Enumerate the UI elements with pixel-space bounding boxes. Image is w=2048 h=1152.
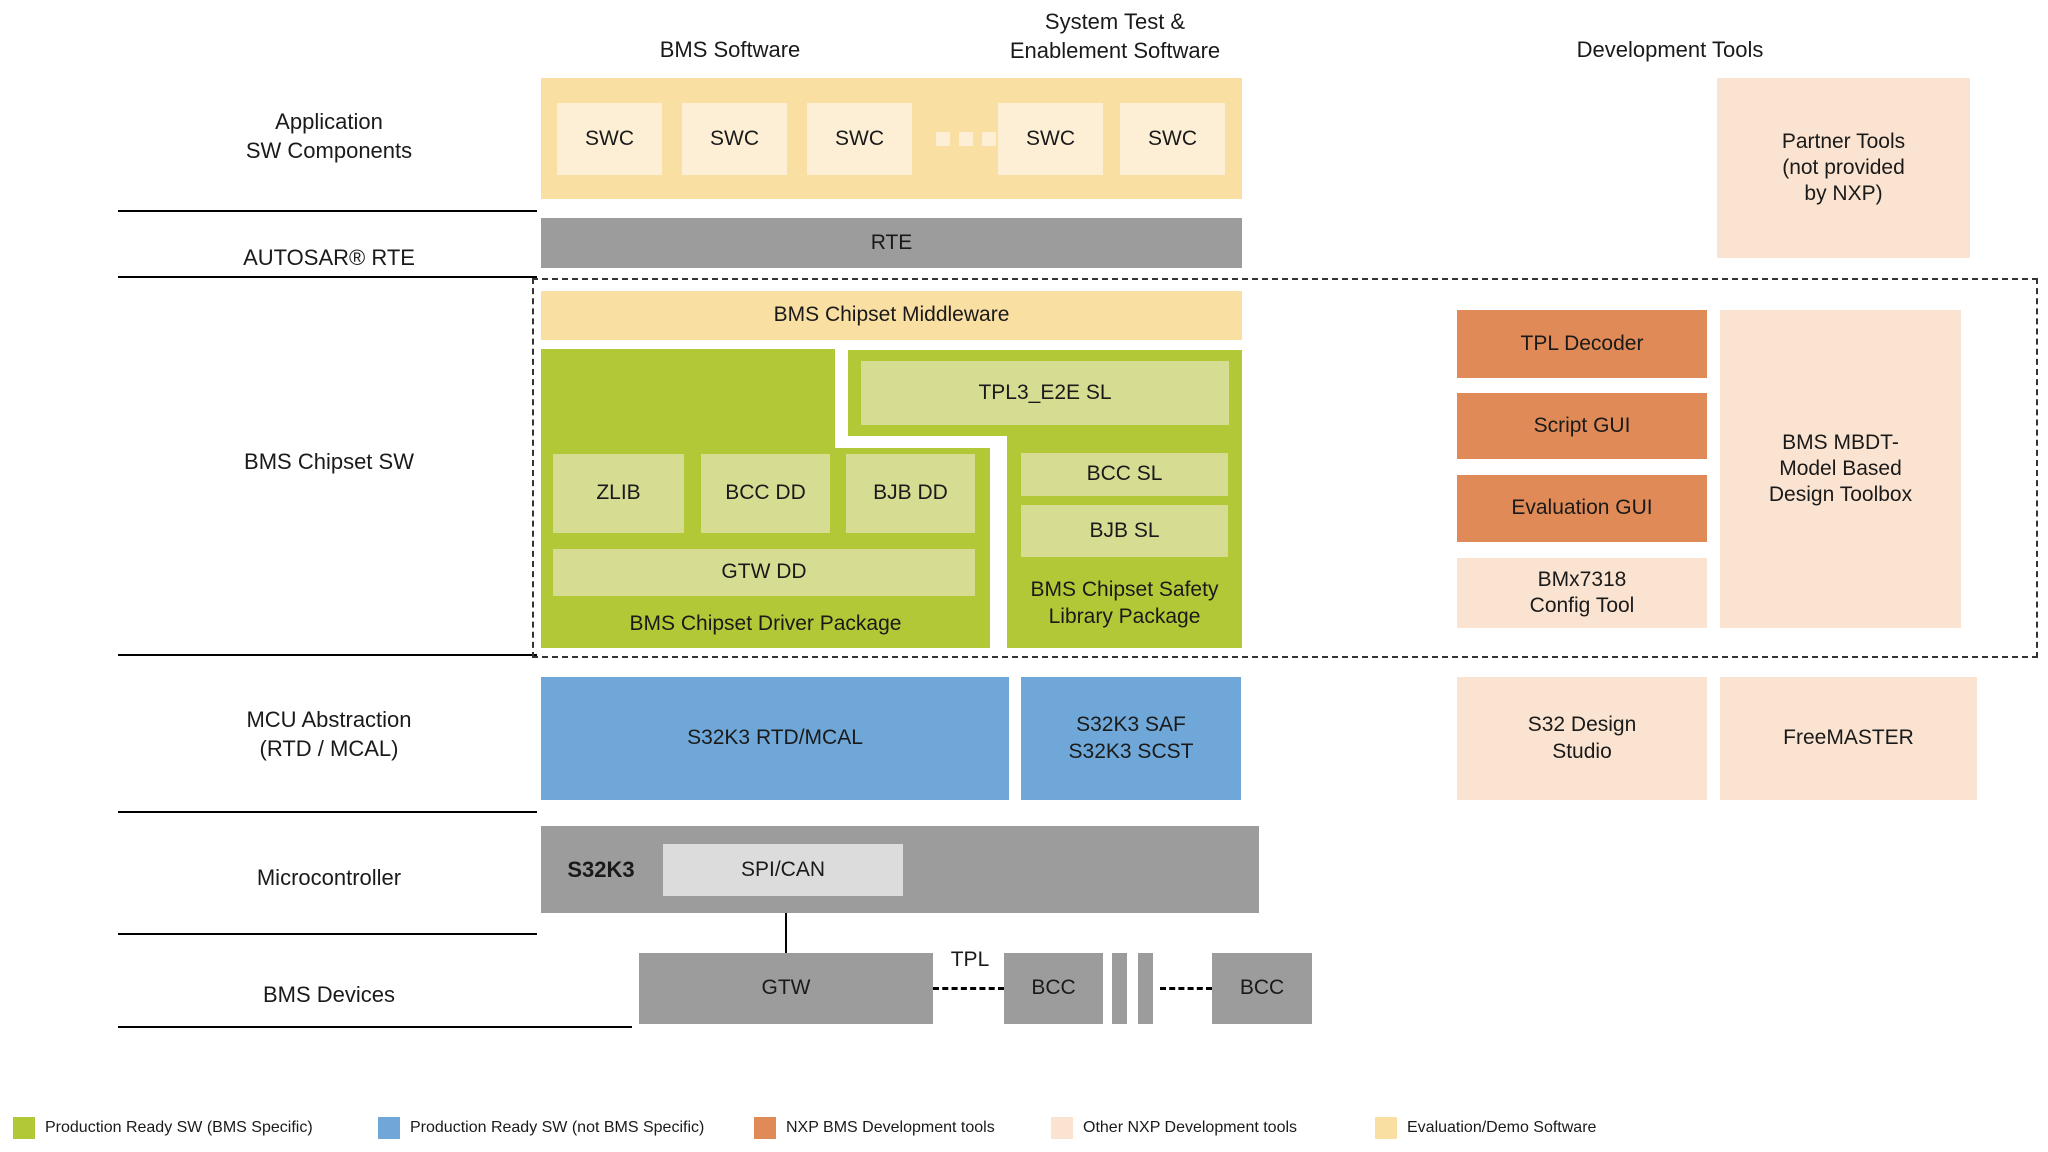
partner-tools-box: Partner Tools (not provided by NXP) bbox=[1717, 78, 1970, 258]
tpl-link-label: TPL bbox=[950, 948, 990, 971]
row-divider bbox=[118, 276, 537, 278]
row-divider bbox=[118, 654, 537, 656]
legend-item: Other NXP Development tools bbox=[1051, 1117, 1297, 1139]
legend-swatch-nxp-bms-tools bbox=[754, 1117, 776, 1139]
legend-item: Production Ready SW (BMS Specific) bbox=[13, 1117, 313, 1139]
legend-label: Production Ready SW (BMS Specific) bbox=[45, 1119, 313, 1136]
column-header-bms-software: BMS Software bbox=[659, 37, 801, 62]
tpl3-e2e-sl-box: TPL3_E2E SL bbox=[861, 361, 1229, 425]
rte-bar: RTE bbox=[541, 218, 1242, 268]
s32k3-chip-label: S32K3 bbox=[567, 856, 635, 882]
bcc-sl-box: BCC SL bbox=[1021, 453, 1228, 496]
swc-box: SWC bbox=[998, 103, 1103, 175]
script-gui-box: Script GUI bbox=[1457, 393, 1707, 459]
bcc-dd-box: BCC DD bbox=[701, 454, 830, 533]
row-label-bms-devices: BMS Devices bbox=[262, 982, 396, 1007]
column-header-development-tools: Development Tools bbox=[1576, 37, 1764, 62]
application-swc-block: SWC SWC SWC SWC SWC bbox=[541, 78, 1242, 199]
spi-can-to-gtw-connector bbox=[785, 913, 787, 953]
spi-can-box: SPI/CAN bbox=[663, 844, 903, 896]
legend-label: Production Ready SW (not BMS Specific) bbox=[410, 1119, 705, 1136]
swc-box: SWC bbox=[807, 103, 912, 175]
zlib-box: ZLIB bbox=[553, 454, 684, 533]
s32-design-studio-box: S32 Design Studio bbox=[1457, 677, 1707, 800]
row-divider bbox=[118, 1026, 632, 1028]
gtw-dd-box: GTW DD bbox=[553, 549, 975, 596]
microcontroller-bar: S32K3 SPI/CAN bbox=[541, 826, 1259, 913]
row-label-bms-chipset-sw: BMS Chipset SW bbox=[244, 449, 414, 474]
bjb-dd-box: BJB DD bbox=[846, 454, 975, 533]
middleware-bar: BMS Chipset Middleware bbox=[541, 291, 1242, 340]
legend-swatch-other-nxp-tools bbox=[1051, 1117, 1073, 1139]
row-label-mcu-abstraction: MCU Abstraction (RTD / MCAL) bbox=[246, 707, 412, 761]
gtw-device-box: GTW bbox=[639, 953, 933, 1024]
safety-package-label: BMS Chipset Safety Library Package bbox=[1030, 578, 1219, 629]
legend-item: NXP BMS Development tools bbox=[754, 1117, 995, 1139]
bcc-device-box: BCC bbox=[1004, 953, 1103, 1024]
legend-item: Evaluation/Demo Software bbox=[1375, 1117, 1596, 1139]
row-divider bbox=[118, 811, 537, 813]
ellipsis-icon bbox=[934, 103, 998, 175]
chipset-dashed-boundary bbox=[532, 278, 2038, 658]
legend-swatch-eval-demo bbox=[1375, 1117, 1397, 1139]
legend-label: Other NXP Development tools bbox=[1083, 1119, 1298, 1136]
bcc-device-box: BCC bbox=[1212, 953, 1312, 1024]
row-label-application: Application SW Components bbox=[245, 109, 413, 163]
freemaster-box: FreeMASTER bbox=[1720, 677, 1977, 800]
s32k3-saf-scst-box: S32K3 SAF S32K3 SCST bbox=[1021, 677, 1241, 800]
legend-swatch-production-bms bbox=[13, 1117, 35, 1139]
mbdt-toolbox-box: BMS MBDT- Model Based Design Toolbox bbox=[1720, 310, 1961, 628]
swc-box: SWC bbox=[557, 103, 662, 175]
row-label-microcontroller: Microcontroller bbox=[256, 865, 402, 890]
driver-package-label: BMS Chipset Driver Package bbox=[629, 612, 902, 635]
swc-box: SWC bbox=[1120, 103, 1225, 175]
s32k3-rtd-mcal-box: S32K3 RTD/MCAL bbox=[541, 677, 1009, 800]
bcc-sliver bbox=[1138, 953, 1153, 1024]
legend-item: Production Ready SW (not BMS Specific) bbox=[378, 1117, 704, 1139]
row-divider bbox=[118, 933, 537, 935]
bmx7318-config-tool-box: BMx7318 Config Tool bbox=[1457, 558, 1707, 628]
bcc-sliver bbox=[1112, 953, 1127, 1024]
row-divider bbox=[118, 210, 537, 212]
tpl-decoder-box: TPL Decoder bbox=[1457, 310, 1707, 378]
row-label-autosar-rte: AUTOSAR® RTE bbox=[243, 245, 415, 270]
evaluation-gui-box: Evaluation GUI bbox=[1457, 475, 1707, 542]
bjb-sl-box: BJB SL bbox=[1021, 505, 1228, 557]
tpl-dashed-link bbox=[1160, 987, 1212, 990]
legend-label: NXP BMS Development tools bbox=[786, 1119, 995, 1136]
column-header-system-test: System Test & Enablement Software bbox=[1009, 9, 1221, 63]
legend-swatch-production-not-bms bbox=[378, 1117, 400, 1139]
tpl-dashed-link bbox=[933, 987, 1004, 990]
swc-box: SWC bbox=[682, 103, 787, 175]
legend-label: Evaluation/Demo Software bbox=[1407, 1119, 1597, 1136]
